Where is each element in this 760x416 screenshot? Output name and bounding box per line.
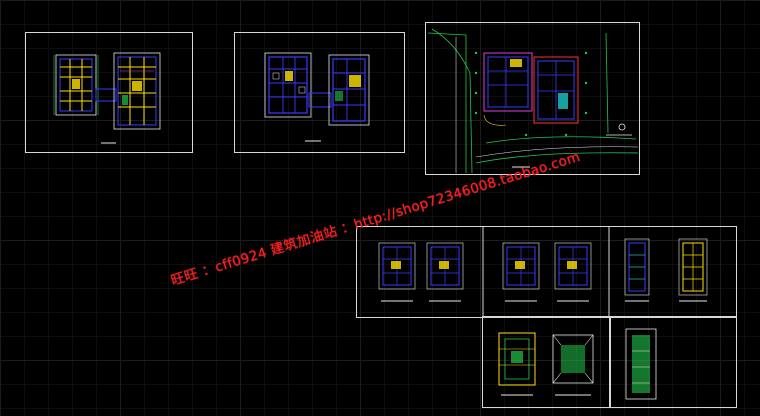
site-plan-sheet[interactable] [425, 22, 640, 175]
floor-plan-drawing-2 [264, 52, 370, 142]
elevation-drawing-right [625, 328, 657, 400]
tower-plans-top-row [378, 227, 708, 317]
floor-plan-sheet-2[interactable] [234, 32, 405, 153]
site-plan-drawing [427, 28, 639, 174]
elevation-sheet-left[interactable] [482, 316, 611, 408]
elevation-sheet-right[interactable] [609, 316, 737, 408]
floor-plan-sheet-1[interactable] [25, 32, 193, 153]
floor-plan-drawing-1 [53, 52, 161, 144]
elevation-drawing-left [498, 332, 594, 396]
tower-plans-group[interactable] [356, 226, 737, 318]
